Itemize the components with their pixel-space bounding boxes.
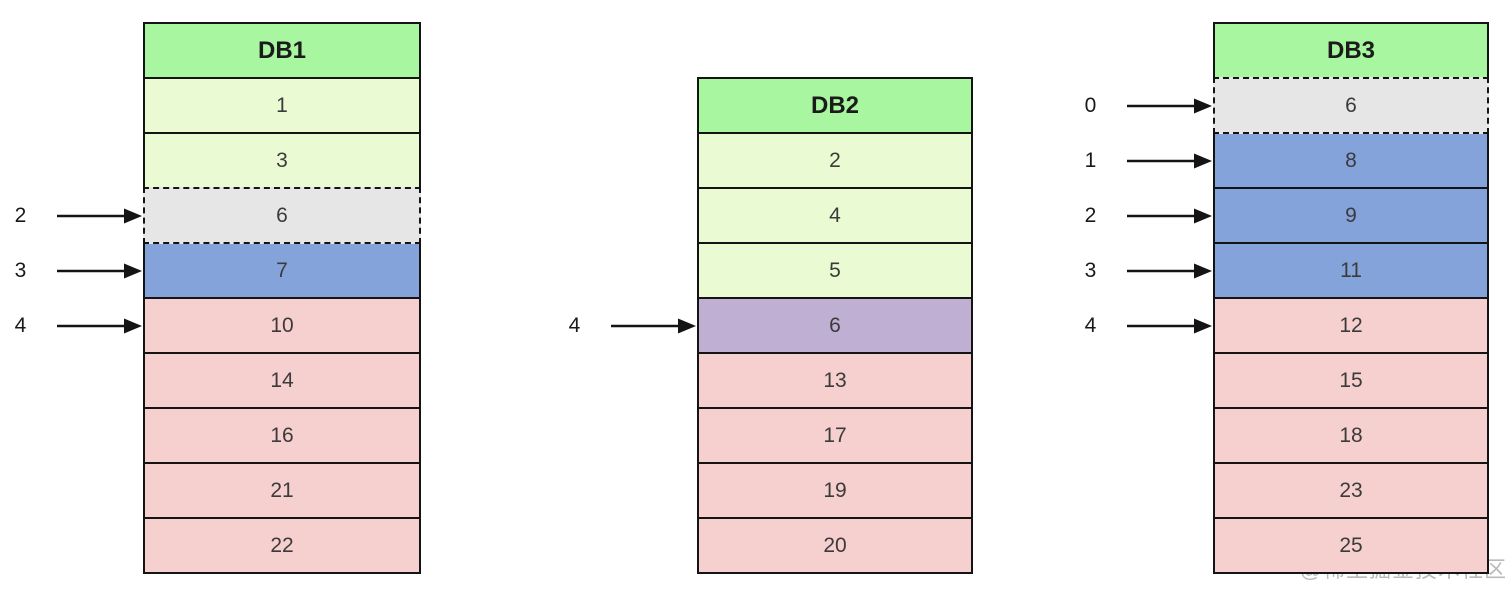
arrow-label: 2 [14,203,27,227]
pointer-arrow-db3-0: 0 [1084,92,1212,120]
table-title-db3: DB3 [1213,22,1489,79]
table-row-db1-7: 7 [143,242,421,299]
table-row-db3-9: 9 [1213,187,1489,244]
arrow-icon [57,263,142,278]
arrow-icon [1127,263,1212,278]
arrow-icon [57,208,142,223]
pointer-arrow-db2-4: 4 [568,312,696,340]
pointer-arrow-db3-3: 3 [1084,257,1212,285]
arrow-label: 4 [14,313,27,337]
table-row-db2-17: 17 [697,407,973,464]
table-row-db3-18: 18 [1213,407,1489,464]
table-row-db3-15: 15 [1213,352,1489,409]
arrow-label: 3 [14,258,27,282]
arrow-icon [1127,318,1212,333]
arrow-icon [1127,208,1212,223]
arrow-label: 3 [1084,258,1097,282]
pointer-arrow-db3-1: 1 [1084,147,1212,175]
pointer-arrow-db3-2: 2 [1084,202,1212,230]
pointer-arrow-db1-4: 4 [14,312,142,340]
table-row-db2-5: 5 [697,242,973,299]
table-row-db2-20: 20 [697,517,973,574]
table-row-db1-21: 21 [143,462,421,519]
table-row-db1-22: 22 [143,517,421,574]
table-row-db1-1: 1 [143,77,421,134]
arrow-label: 0 [1084,93,1097,117]
pointer-arrow-db3-4: 4 [1084,312,1212,340]
table-row-db1-10: 10 [143,297,421,354]
arrow-icon [611,318,696,333]
table-row-db2-13: 13 [697,352,973,409]
arrow-icon [1127,153,1212,168]
arrow-label: 1 [1084,148,1097,172]
table-row-db2-6: 6 [697,297,973,354]
pointer-arrow-db1-3: 3 [14,257,142,285]
table-row-db3-25: 25 [1213,517,1489,574]
table-row-db2-2: 2 [697,132,973,189]
arrow-label: 4 [568,313,581,337]
table-row-db3-12: 12 [1213,297,1489,354]
table-row-db2-19: 19 [697,462,973,519]
table-row-db2-4: 4 [697,187,973,244]
arrow-icon [1127,98,1212,113]
arrow-label: 4 [1084,313,1097,337]
table-row-db3-6: 6 [1213,77,1489,134]
table-row-db1-14: 14 [143,352,421,409]
table-row-db1-16: 16 [143,407,421,464]
table-row-db1-3: 3 [143,132,421,189]
arrow-label: 2 [1084,203,1097,227]
pointer-arrow-db1-2: 2 [14,202,142,230]
table-row-db3-8: 8 [1213,132,1489,189]
table-row-db1-6: 6 [143,187,421,244]
arrow-icon [57,318,142,333]
table-title-db2: DB2 [697,77,973,134]
table-row-db3-23: 23 [1213,462,1489,519]
table-title-db1: DB1 [143,22,421,79]
table-row-db3-11: 11 [1213,242,1489,299]
